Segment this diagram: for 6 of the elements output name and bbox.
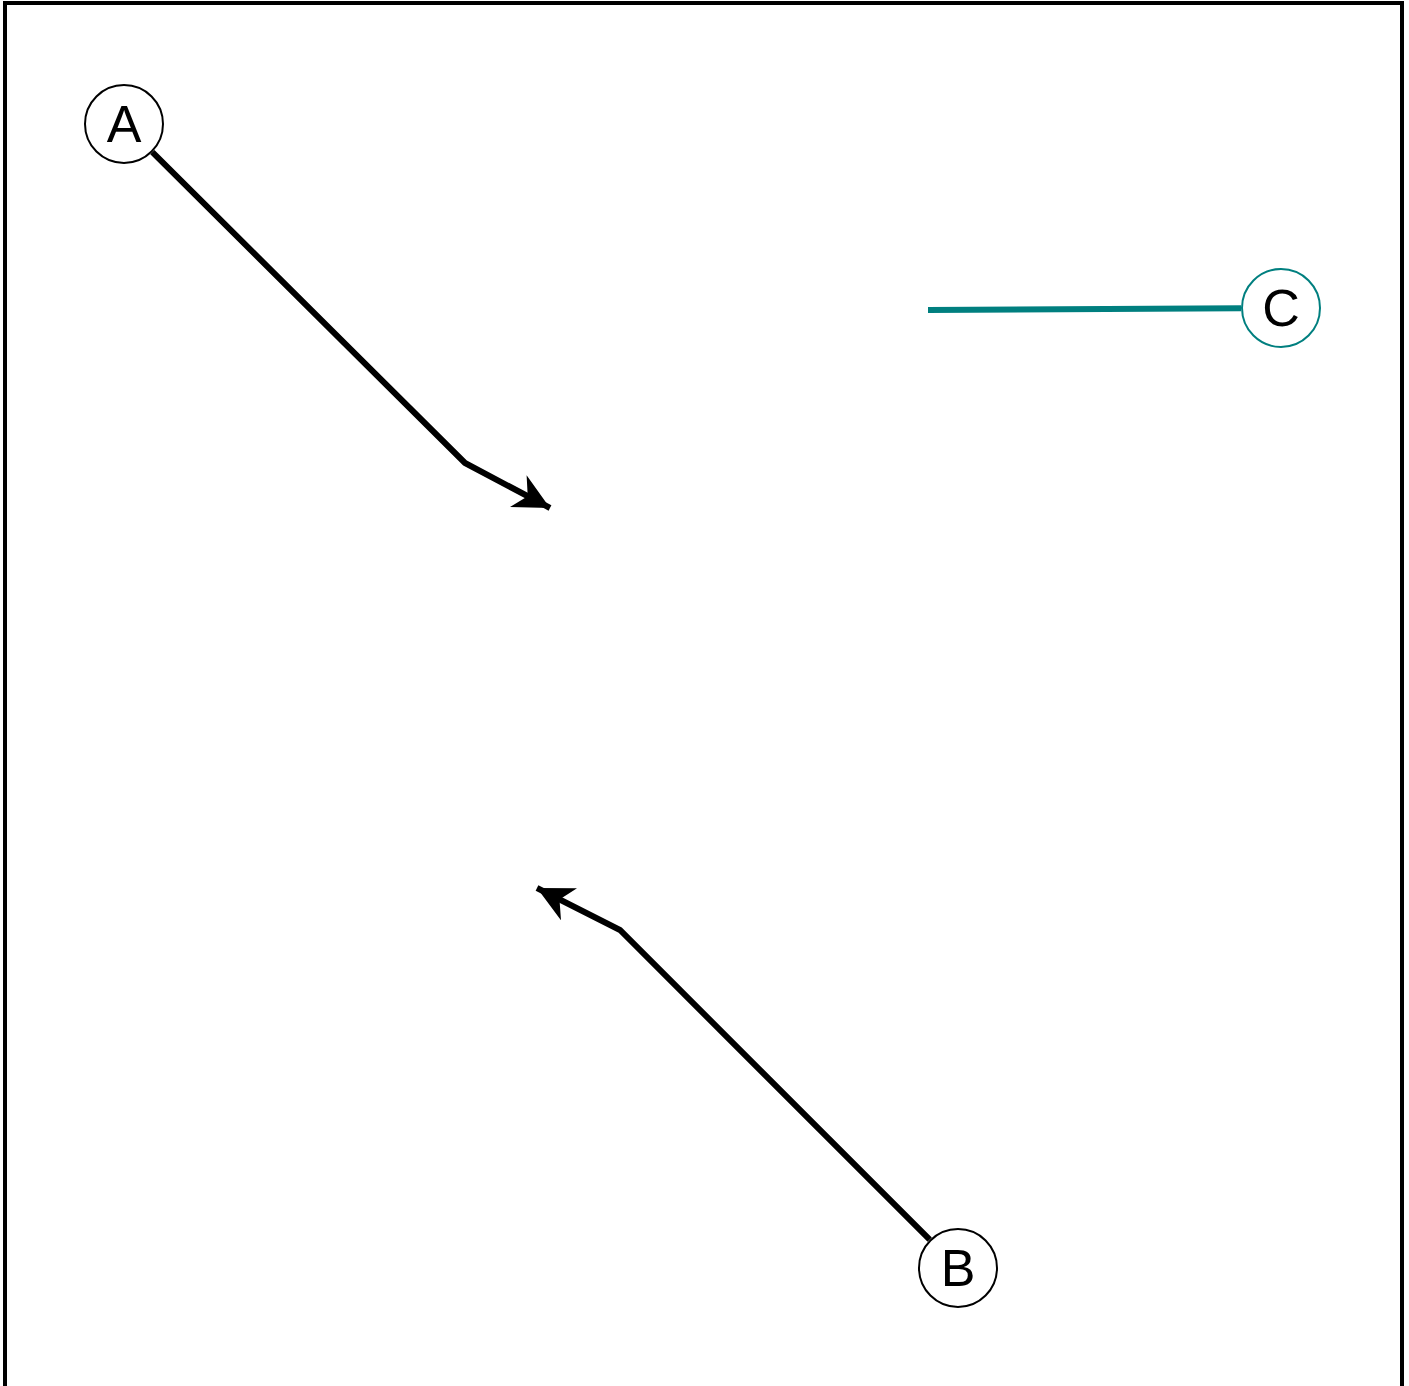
node-letter: A bbox=[106, 98, 142, 150]
arrow bbox=[150, 150, 552, 511]
node-letter: C bbox=[1262, 282, 1300, 334]
line bbox=[928, 305, 1241, 313]
node-letter: B bbox=[940, 1242, 976, 1294]
arrow bbox=[535, 885, 932, 1242]
